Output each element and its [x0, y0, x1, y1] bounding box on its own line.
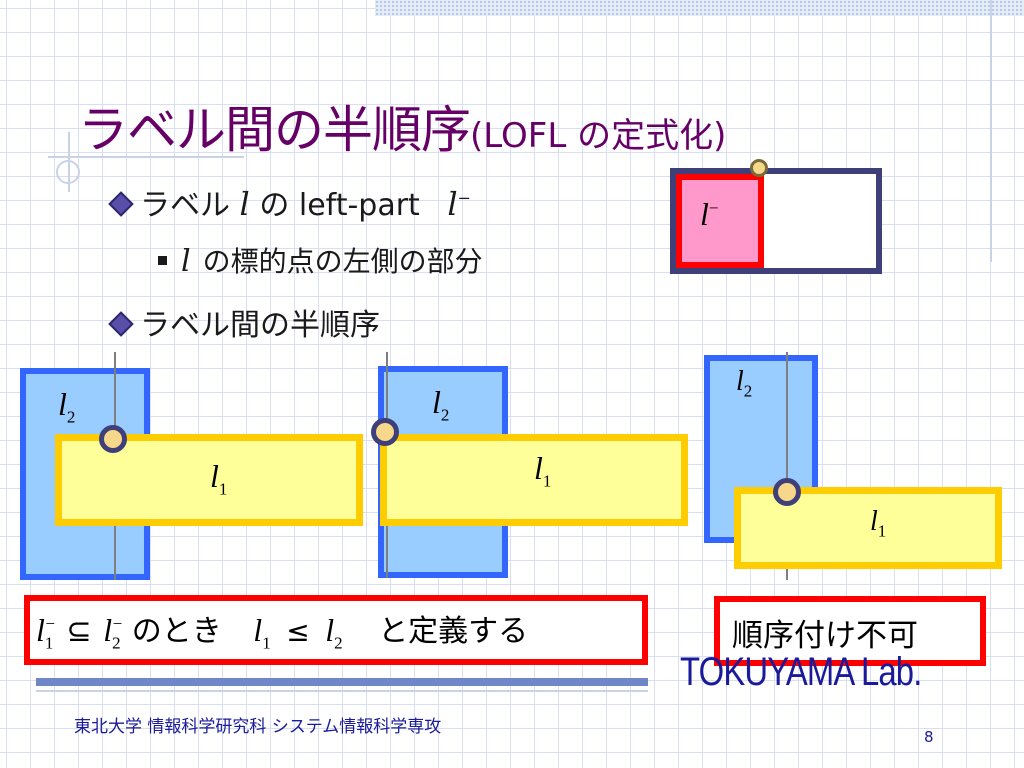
diamond-bullet-icon [108, 310, 134, 337]
label-l1-text: l1 [870, 506, 887, 541]
l-minus-label: l− [700, 196, 719, 232]
label-l1-text: l1 [534, 450, 552, 491]
page-number: 8 [924, 728, 934, 746]
bullet-left-part: ラベル l の left-part l− [108, 180, 471, 224]
decorative-line [990, 0, 992, 262]
square-bullet-icon [158, 255, 167, 265]
definition-box [24, 595, 648, 665]
left-part-box [676, 174, 764, 268]
definition-text: l1− ⊆ l2− のとき l1 ≤ l2 と定義する [36, 612, 529, 653]
unorderable-text: 順序付け不可 [732, 618, 918, 654]
footer-bar [36, 678, 648, 686]
bullet-partial-order: ラベル間の半順序 [108, 300, 380, 344]
label-l2-text: l2 [432, 384, 450, 425]
unorderable-box [714, 596, 986, 666]
target-point-marker [773, 478, 801, 506]
label-l2-text: l2 [736, 366, 753, 401]
reference-line [786, 352, 788, 580]
label-l1-rect [734, 487, 1002, 569]
label-l2-text: l2 [58, 386, 76, 427]
target-point-marker [750, 159, 768, 177]
footer-line [36, 690, 648, 692]
diamond-bullet-icon [108, 190, 134, 217]
label-l1-rect [380, 434, 688, 526]
label-l1-text: l1 [210, 458, 228, 499]
lab-brand: TOKUYAMA Lab. [680, 650, 922, 694]
target-point-marker [371, 418, 399, 446]
footer-affiliation: 東北大学 情報科学研究科 システム情報科学専攻 [74, 717, 442, 737]
slide-title: ラベル間の半順序(LOFL の定式化) [78, 101, 727, 159]
top-texture-bar [375, 0, 1024, 16]
target-point-marker [99, 425, 127, 453]
decorative-line [48, 156, 244, 158]
decorative-circle [56, 160, 80, 184]
